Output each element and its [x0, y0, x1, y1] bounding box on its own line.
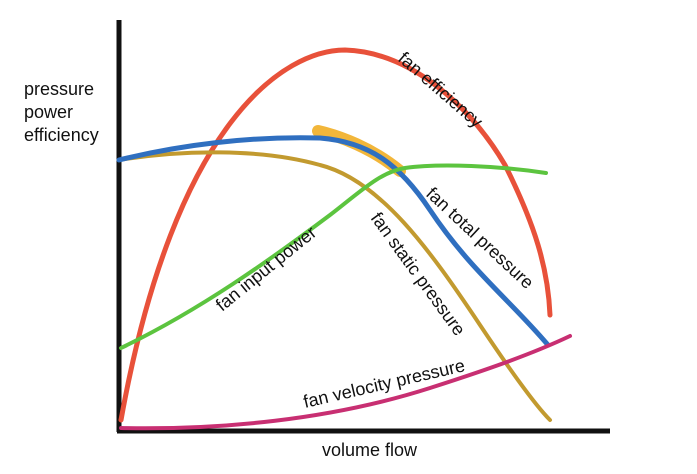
ylabel-line-3: efficiency [24, 125, 99, 145]
label-fan-efficiency: fan efficiency [394, 48, 486, 132]
curve-fan-static-pressure [117, 150, 552, 422]
curve-fan-velocity-pressure [119, 334, 572, 431]
curve-fan-input-power [119, 163, 548, 350]
ylabel-line-2: power [24, 102, 73, 122]
label-fan-static-pressure: fan static pressure [367, 209, 470, 340]
ylabel-line-1: pressure [24, 79, 94, 99]
xlabel: volume flow [322, 440, 418, 460]
curve-fan-total-pressure [116, 135, 551, 348]
label-fan-input-power: fan input power [212, 222, 320, 315]
curve-fan-efficiency [118, 47, 553, 423]
